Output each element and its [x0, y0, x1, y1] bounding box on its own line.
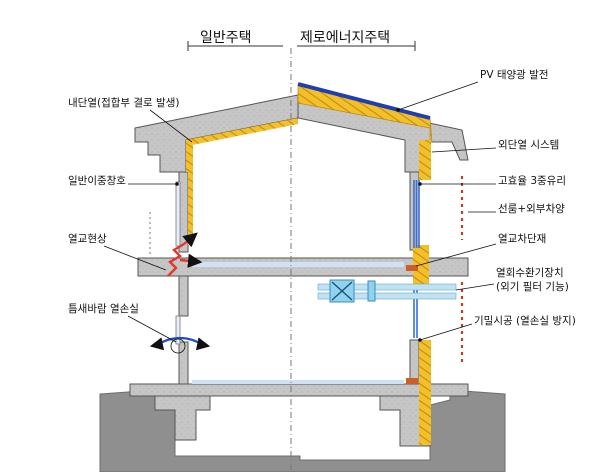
label-hrv: 열회수환기장치 — [496, 267, 564, 279]
label-thermal-break: 열교차단재 — [498, 233, 546, 245]
wall-insulation-left-inner — [188, 145, 193, 245]
label-sunroom: 선룸+외부차양 — [498, 203, 565, 215]
air-leak-arrow-right — [195, 337, 211, 351]
label-double-window: 일반이중창호 — [68, 174, 126, 187]
thermal-break-pad-2 — [406, 378, 418, 384]
hrv-duct-bottom — [317, 292, 457, 300]
roof-insulation-left — [186, 118, 298, 172]
header: 일반주택 제로에너지주택 — [187, 30, 416, 51]
pv-panel-icon — [297, 82, 431, 120]
leader-hrv — [455, 283, 495, 291]
leader-air-leak — [127, 315, 177, 343]
leader-dot-double-window — [175, 182, 179, 186]
ground-floor-finish — [192, 380, 404, 384]
label-internal-insulation: 내단열(접합부 결로 발생) — [68, 97, 179, 109]
window-left-double — [175, 181, 181, 247]
label-airtight: 기밀시공 (열손실 방지) — [474, 315, 576, 327]
window-left-lower — [175, 315, 181, 345]
label-air-leak: 틈새바람 열손실 — [68, 302, 139, 315]
heat-bridge-arrow-side — [179, 253, 203, 268]
leader-internal-insulation — [149, 109, 193, 143]
leader-thermal-break — [415, 243, 497, 267]
windows — [175, 180, 420, 345]
air-leak-ring — [170, 338, 186, 354]
leader-heat-bridge — [103, 245, 167, 271]
building-structure — [129, 94, 469, 447]
heat-bridge-arrows-icon — [167, 232, 203, 277]
leader-dot-pv — [396, 108, 400, 112]
leader-dot-triple-glass — [418, 182, 422, 186]
hrv-cross — [331, 281, 353, 301]
wall-insulation-right-upper — [419, 140, 431, 180]
air-leak-arrows-icon — [149, 336, 211, 351]
leader-airtight — [419, 323, 473, 341]
hrv-duct-top — [317, 283, 457, 291]
label-external-insulation: 외단열 시스템 — [498, 139, 559, 151]
label-hrv-filter: (외기 필터 기능) — [496, 281, 569, 293]
label-pv: PV 태양광 발전 — [480, 69, 549, 81]
foundation-left — [154, 395, 211, 441]
leader-external-insulation — [431, 147, 497, 153]
pv-panel — [297, 82, 431, 120]
header-right-title: 제로에너지주택 — [300, 30, 390, 46]
label-triple-glass: 고효율 3중유리 — [498, 175, 566, 187]
floor-finish-blue — [192, 262, 404, 267]
leader-pv — [397, 81, 479, 111]
wall-insulation-right-lower — [419, 340, 431, 445]
thermal-break-pad — [406, 265, 418, 271]
leader-dot-airtight — [418, 338, 422, 342]
hrv-filter — [367, 280, 376, 302]
heat-bridge-zigzag — [167, 242, 185, 277]
left-callouts: 내단열(접합부 결로 발생) 일반이중창호 열교현상 틈새바람 열손실 — [68, 97, 193, 354]
air-leak-arrow-left — [149, 337, 165, 351]
ground-floor-slab — [129, 383, 469, 397]
wall-left-lower — [178, 275, 189, 317]
heat-bridge-arrow-up — [182, 232, 198, 248]
label-heat-bridge: 열교현상 — [68, 233, 107, 245]
right-callouts: PV 태양광 발전 외단열 시스템 고효율 3중유리 선룸+외부차양 열교차단재… — [396, 69, 576, 342]
hrv-unit-icon — [317, 279, 457, 303]
header-left-title: 일반주택 — [200, 30, 252, 46]
